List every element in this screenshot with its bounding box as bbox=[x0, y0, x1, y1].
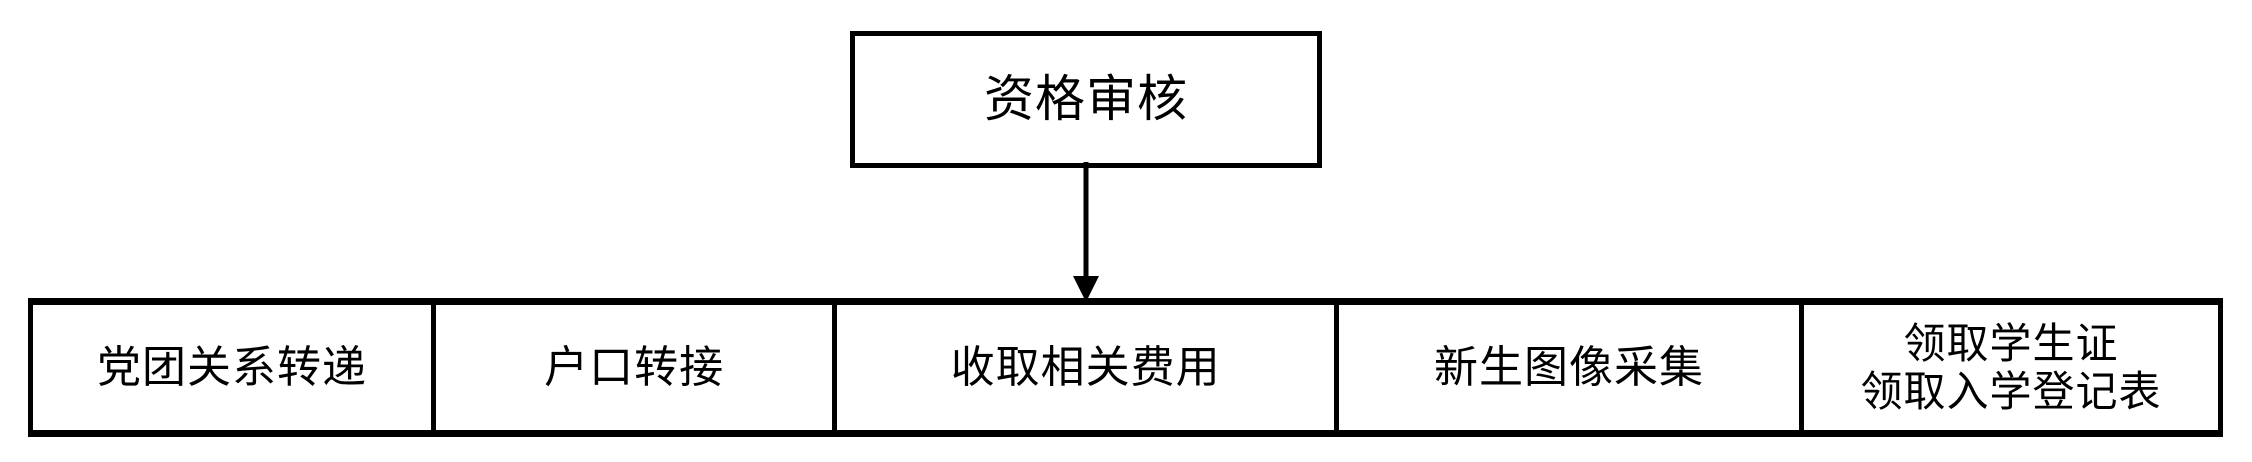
node-qualification-review[interactable]: 资格审核 bbox=[850, 31, 1322, 168]
step-cell-label-line-2: 领取入学登记表 bbox=[1860, 366, 2162, 416]
arrow-down-icon bbox=[1073, 162, 1099, 302]
step-cell-label: 收取相关费用 bbox=[950, 341, 1221, 393]
step-cell-collect-student-id-and-form[interactable]: 领取学生证 领取入学登记表 bbox=[1804, 305, 2218, 430]
node-qualification-review-label: 资格审核 bbox=[984, 70, 1188, 129]
process-step-row: 党团关系转递 户口转接 收取相关费用 新生图像采集 领取学生证 领取入学登记表 bbox=[28, 298, 2223, 437]
step-cell-freshman-photo-capture[interactable]: 新生图像采集 bbox=[1339, 305, 1804, 430]
step-cell-label: 党团关系转递 bbox=[97, 341, 368, 393]
step-cell-household-registration-transfer[interactable]: 户口转接 bbox=[436, 305, 838, 430]
step-cell-collect-fees[interactable]: 收取相关费用 bbox=[837, 305, 1340, 430]
step-cell-label: 户口转接 bbox=[544, 341, 725, 393]
step-cell-label-line-1: 领取学生证 bbox=[1903, 319, 2119, 369]
step-cell-party-league-transfer[interactable]: 党团关系转递 bbox=[33, 305, 437, 430]
step-cell-label-group: 领取学生证 领取入学登记表 bbox=[1860, 320, 2161, 414]
step-cell-label: 新生图像采集 bbox=[1433, 341, 1704, 393]
